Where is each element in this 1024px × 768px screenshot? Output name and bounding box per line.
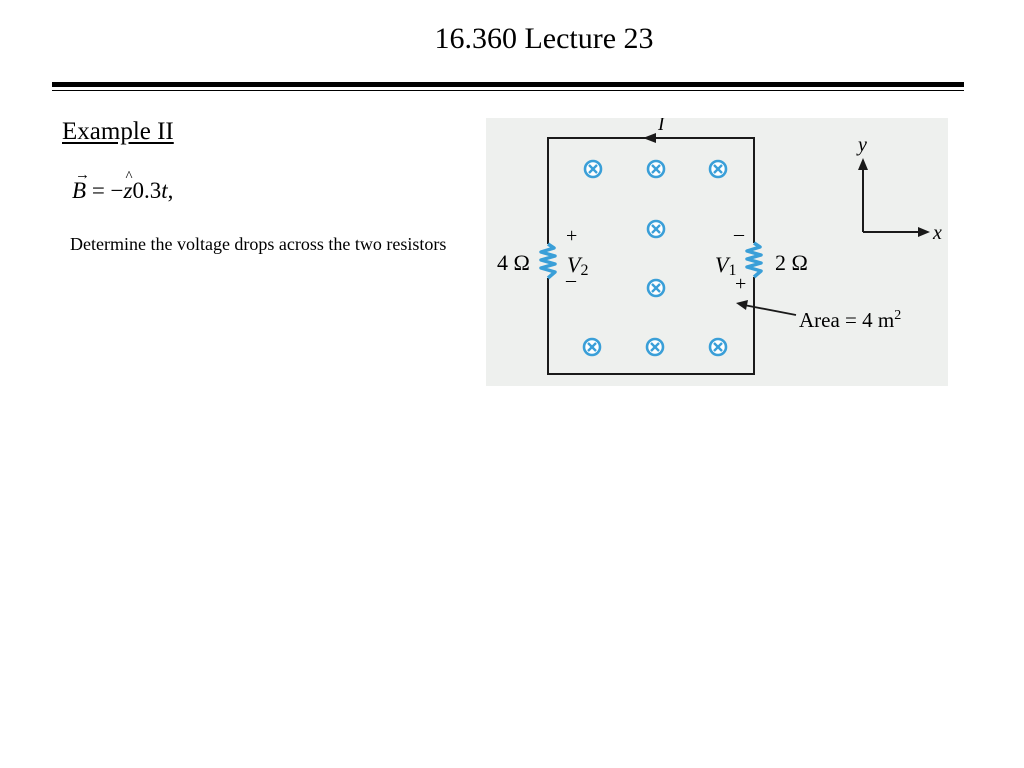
slide-title: 16.360 Lecture 23 xyxy=(434,22,654,55)
left-resistance-label: 4 Ω xyxy=(497,250,530,275)
equation-variable: t xyxy=(161,178,168,203)
field-into-page-icon xyxy=(646,278,666,298)
right-top-sign: – xyxy=(733,223,745,245)
left-voltage-label: V2 xyxy=(567,252,588,279)
field-into-page-icon xyxy=(708,337,728,357)
unit-vector-z: ^z xyxy=(123,169,133,203)
left-resistor-icon xyxy=(539,242,557,280)
equation-equals: = − xyxy=(86,178,124,203)
field-into-page-icon xyxy=(582,337,602,357)
circuit-figure: I + – 4 Ω V2 – + V1 2 Ω Area = 4 m2 xyxy=(486,114,948,386)
field-into-page-icon xyxy=(708,159,728,179)
current-arrow-icon xyxy=(643,133,656,143)
left-top-sign: + xyxy=(566,225,577,247)
field-into-page-icon xyxy=(583,159,603,179)
field-into-page-icon xyxy=(645,337,665,357)
field-into-page-icon xyxy=(646,219,666,239)
example-heading: Example II xyxy=(62,118,174,145)
y-axis-arrow-icon xyxy=(858,158,868,170)
area-pointer xyxy=(743,304,797,316)
field-equation: →B = −^z0.3t, xyxy=(72,167,174,204)
field-into-page-icon xyxy=(646,159,666,179)
title-rule-thin xyxy=(52,90,964,91)
problem-description: Determine the voltage drops across the t… xyxy=(70,234,447,254)
y-axis-label: y xyxy=(856,134,867,156)
right-resistance-label: 2 Ω xyxy=(775,250,808,275)
title-rule-thick xyxy=(52,82,964,87)
x-axis-arrow-icon xyxy=(918,227,930,237)
coordinate-axes xyxy=(862,164,924,233)
left-bottom-sign: – xyxy=(565,269,577,291)
x-axis-label: x xyxy=(932,222,942,244)
equation-trailing: , xyxy=(167,178,174,203)
right-voltage-label: V1 xyxy=(715,252,736,279)
right-resistor-icon xyxy=(745,241,763,279)
current-label: I xyxy=(657,118,666,135)
right-bottom-sign: + xyxy=(735,273,746,295)
equation-coefficient: 0.3 xyxy=(132,178,162,203)
area-arrow-icon xyxy=(736,300,748,310)
area-label: Area = 4 m2 xyxy=(799,308,901,332)
vector-b: →B xyxy=(72,167,90,203)
